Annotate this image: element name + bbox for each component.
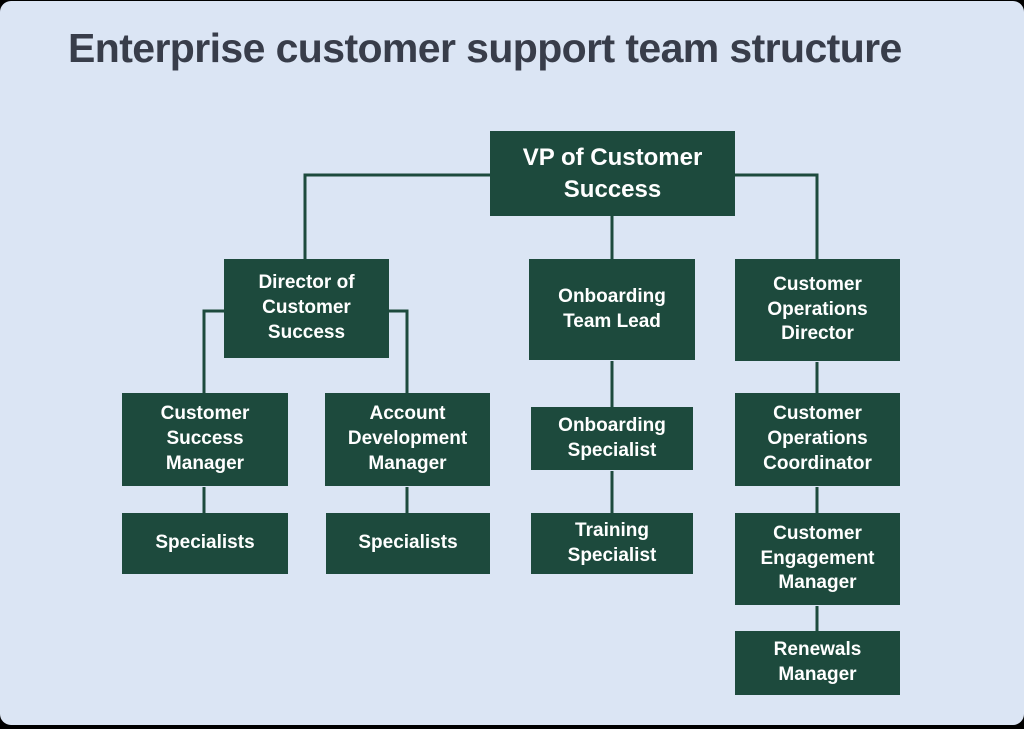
- page-title: Enterprise customer support team structu…: [68, 25, 902, 71]
- org-node-adm: Account Development Manager: [325, 393, 490, 486]
- org-node-specialists-csm: Specialists: [122, 513, 288, 574]
- org-connector-line: [388, 309, 409, 394]
- org-node-engagement-mgr: Customer Engagement Manager: [735, 513, 900, 605]
- org-node-ops-director: Customer Operations Director: [735, 259, 900, 361]
- org-node-onboarding-spec: Onboarding Specialist: [531, 407, 693, 470]
- org-node-onboarding-lead: Onboarding Team Lead: [529, 259, 695, 360]
- org-connector-line: [202, 309, 226, 394]
- org-node-csm: Customer Success Manager: [122, 393, 288, 486]
- org-node-renewals-mgr: Renewals Manager: [735, 631, 900, 695]
- org-connector-line: [734, 173, 819, 260]
- org-node-ops-coordinator: Customer Operations Coordinator: [735, 393, 900, 486]
- org-node-specialists-adm: Specialists: [326, 513, 490, 574]
- org-node-director: Director of Customer Success: [224, 259, 389, 358]
- org-connector-line: [303, 173, 491, 260]
- org-node-training-spec: Training Specialist: [531, 513, 693, 574]
- org-node-vp: VP of Customer Success: [490, 131, 735, 216]
